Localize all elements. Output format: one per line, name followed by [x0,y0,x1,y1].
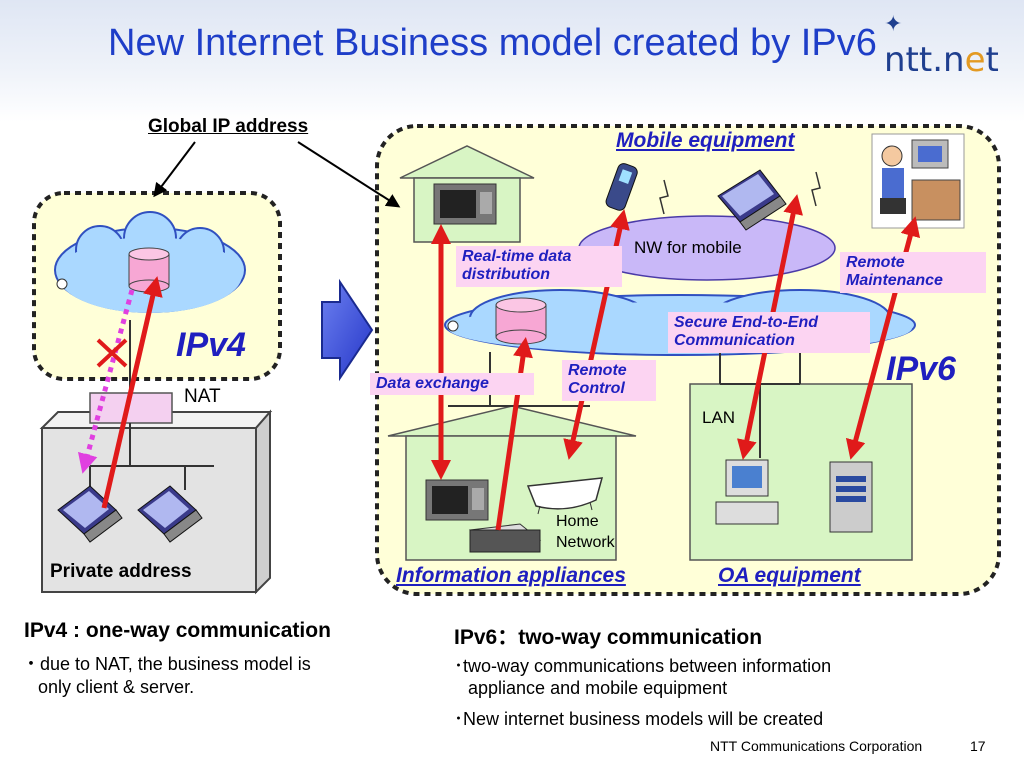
operator-icon [871,133,965,229]
global-ip-label: Global IP address [148,116,309,137]
remote-control-box: Remote Control [562,360,656,401]
ipv4-server [128,247,170,293]
transition-arrow [321,278,374,382]
header-band [0,0,1024,122]
private-address-label: Private address [50,561,192,582]
ipv6-server [495,297,547,345]
ipv6-summary-heading: IPv6：two-way communication [454,626,763,649]
nat-label: NAT [184,386,221,407]
video-deck-icon [468,523,542,553]
ipv4-summary-line2: only client & server. [38,677,195,697]
ntt-net-logo: ✦ ntt.net [884,12,999,80]
tv-bottom-icon [425,479,489,521]
home-network-label: Home Network [556,513,615,551]
oa-equipment-label: OA equipment [718,564,861,587]
mobile-equipment-label: Mobile equipment [616,129,795,152]
pc-icon [715,459,779,525]
footer-company: NTT Communications Corporation [710,738,923,754]
lan-label: LAN [702,408,736,427]
remote-maintenance-box: Remote Maintenance [840,252,986,293]
blocked-x-icon [96,338,128,368]
ipv6-label: IPv6 [886,350,956,388]
mobile-phone-icon [605,163,638,211]
tv-top-icon [433,183,497,225]
footer-page-number: 17 [970,738,986,754]
nw-mobile-label: NW for mobile [634,238,742,257]
ipv4-summary-line1: ・due to NAT, the business model is [22,654,311,674]
bathtub-icon [526,477,604,515]
ipv6-summary-line2: appliance and mobile equipment [468,678,728,698]
ipv4-summary-heading: IPv4 : one-way communication [24,619,331,642]
slide-title: New Internet Business model created by I… [108,22,877,64]
ipv6-summary-line1: ･two-way communications between informat… [454,656,832,676]
private-laptop-2-icon [137,485,203,543]
data-exchange-box: Data exchange [370,373,534,396]
server-tower-icon [829,461,873,533]
ipv4-label: IPv4 [176,326,246,364]
realtime-box: Real-time data distribution [456,246,622,287]
arrow-ipv4-server [101,276,163,509]
info-appliances-label: Information appliances [396,564,626,587]
private-laptop-1-icon [57,485,123,543]
secure-box: Secure End-to-End Communication [668,312,870,353]
blocked-arrow [77,289,135,474]
ipv6-summary-line3: ･New internet business models will be cr… [454,709,824,729]
